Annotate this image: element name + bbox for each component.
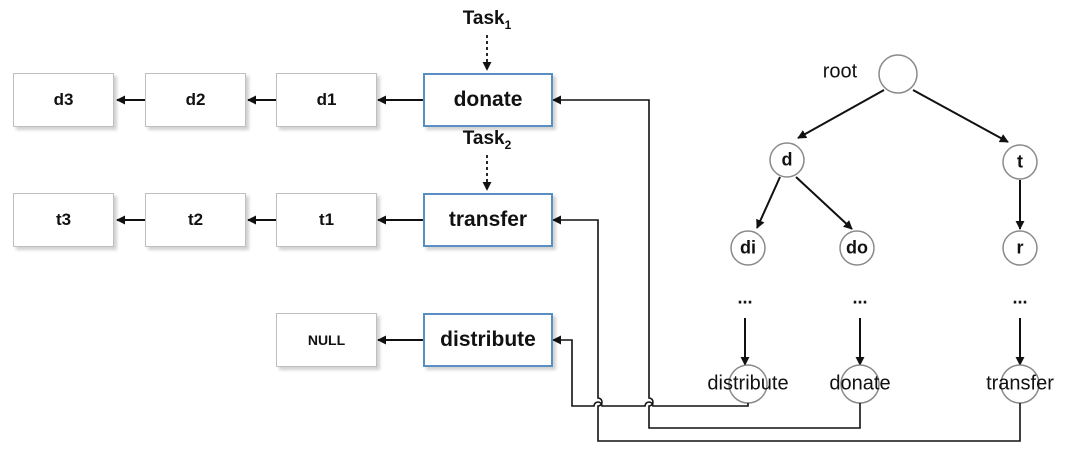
chain-box-d3[interactable]: d3 (13, 73, 114, 127)
trie-root-label: root (822, 60, 858, 83)
chain-box-d2[interactable]: d2 (145, 73, 246, 127)
task1-text: Task (462, 8, 505, 30)
trie-node-di[interactable]: di (740, 237, 756, 258)
chain-box-t1[interactable]: t1 (276, 193, 377, 247)
key-box-distribute[interactable]: distribute (423, 313, 553, 367)
chain-box-d1[interactable]: d1 (276, 73, 377, 127)
task1-label: Task1 (463, 8, 512, 32)
trie-leaf-donate[interactable]: donate (829, 372, 891, 395)
chain-label-t2: t2 (187, 210, 204, 229)
key-box-donate[interactable]: donate (423, 73, 553, 127)
trie-node-t-circle (1002, 144, 1038, 180)
trie-leaf-distribute[interactable]: distribute (707, 372, 789, 395)
task2-subscript: 2 (504, 137, 512, 152)
task2-label: Task2 (463, 128, 512, 152)
chain-label-d3: d3 (53, 90, 74, 109)
chain-box-t3[interactable]: t3 (13, 193, 114, 247)
trie-leaf-transfer[interactable]: transfer (986, 372, 1054, 395)
leaf-pointer-lines (552, 95, 1021, 442)
chain-label-d2: d2 (185, 90, 206, 109)
key-label-transfer: transfer (448, 208, 528, 231)
trie-node-d[interactable]: d (781, 149, 793, 170)
chain-label-t3: t3 (55, 210, 72, 229)
chain-label-d1: d1 (316, 90, 337, 109)
trie-node-r[interactable]: r (1016, 237, 1024, 258)
trie-node-circles (728, 54, 1040, 404)
chain-label-null: NULL (307, 332, 346, 348)
key-box-transfer[interactable]: transfer (423, 193, 553, 247)
key-label-donate: donate (453, 88, 523, 111)
ellipsis-distribute-branch: ... (737, 287, 753, 308)
ellipsis-transfer-branch: ... (1012, 287, 1028, 308)
chain-box-null[interactable]: NULL (276, 313, 377, 367)
trie-node-t[interactable]: t (1017, 151, 1023, 172)
trie-node-d-circle (769, 142, 805, 178)
trie-root-node (878, 54, 918, 94)
task2-text: Task (462, 128, 505, 150)
key-label-distribute: distribute (440, 328, 536, 351)
task1-subscript: 1 (504, 17, 512, 32)
trie-edges (740, 89, 1025, 366)
trie-node-di-circle (730, 230, 766, 266)
trie-node-do-circle (839, 230, 875, 266)
trie-node-do[interactable]: do (846, 237, 868, 258)
chain-box-t2[interactable]: t2 (145, 193, 246, 247)
ellipsis-donate-branch: ... (852, 287, 868, 308)
chain-label-t1: t1 (318, 210, 335, 229)
trie-node-r-circle (1002, 230, 1038, 266)
